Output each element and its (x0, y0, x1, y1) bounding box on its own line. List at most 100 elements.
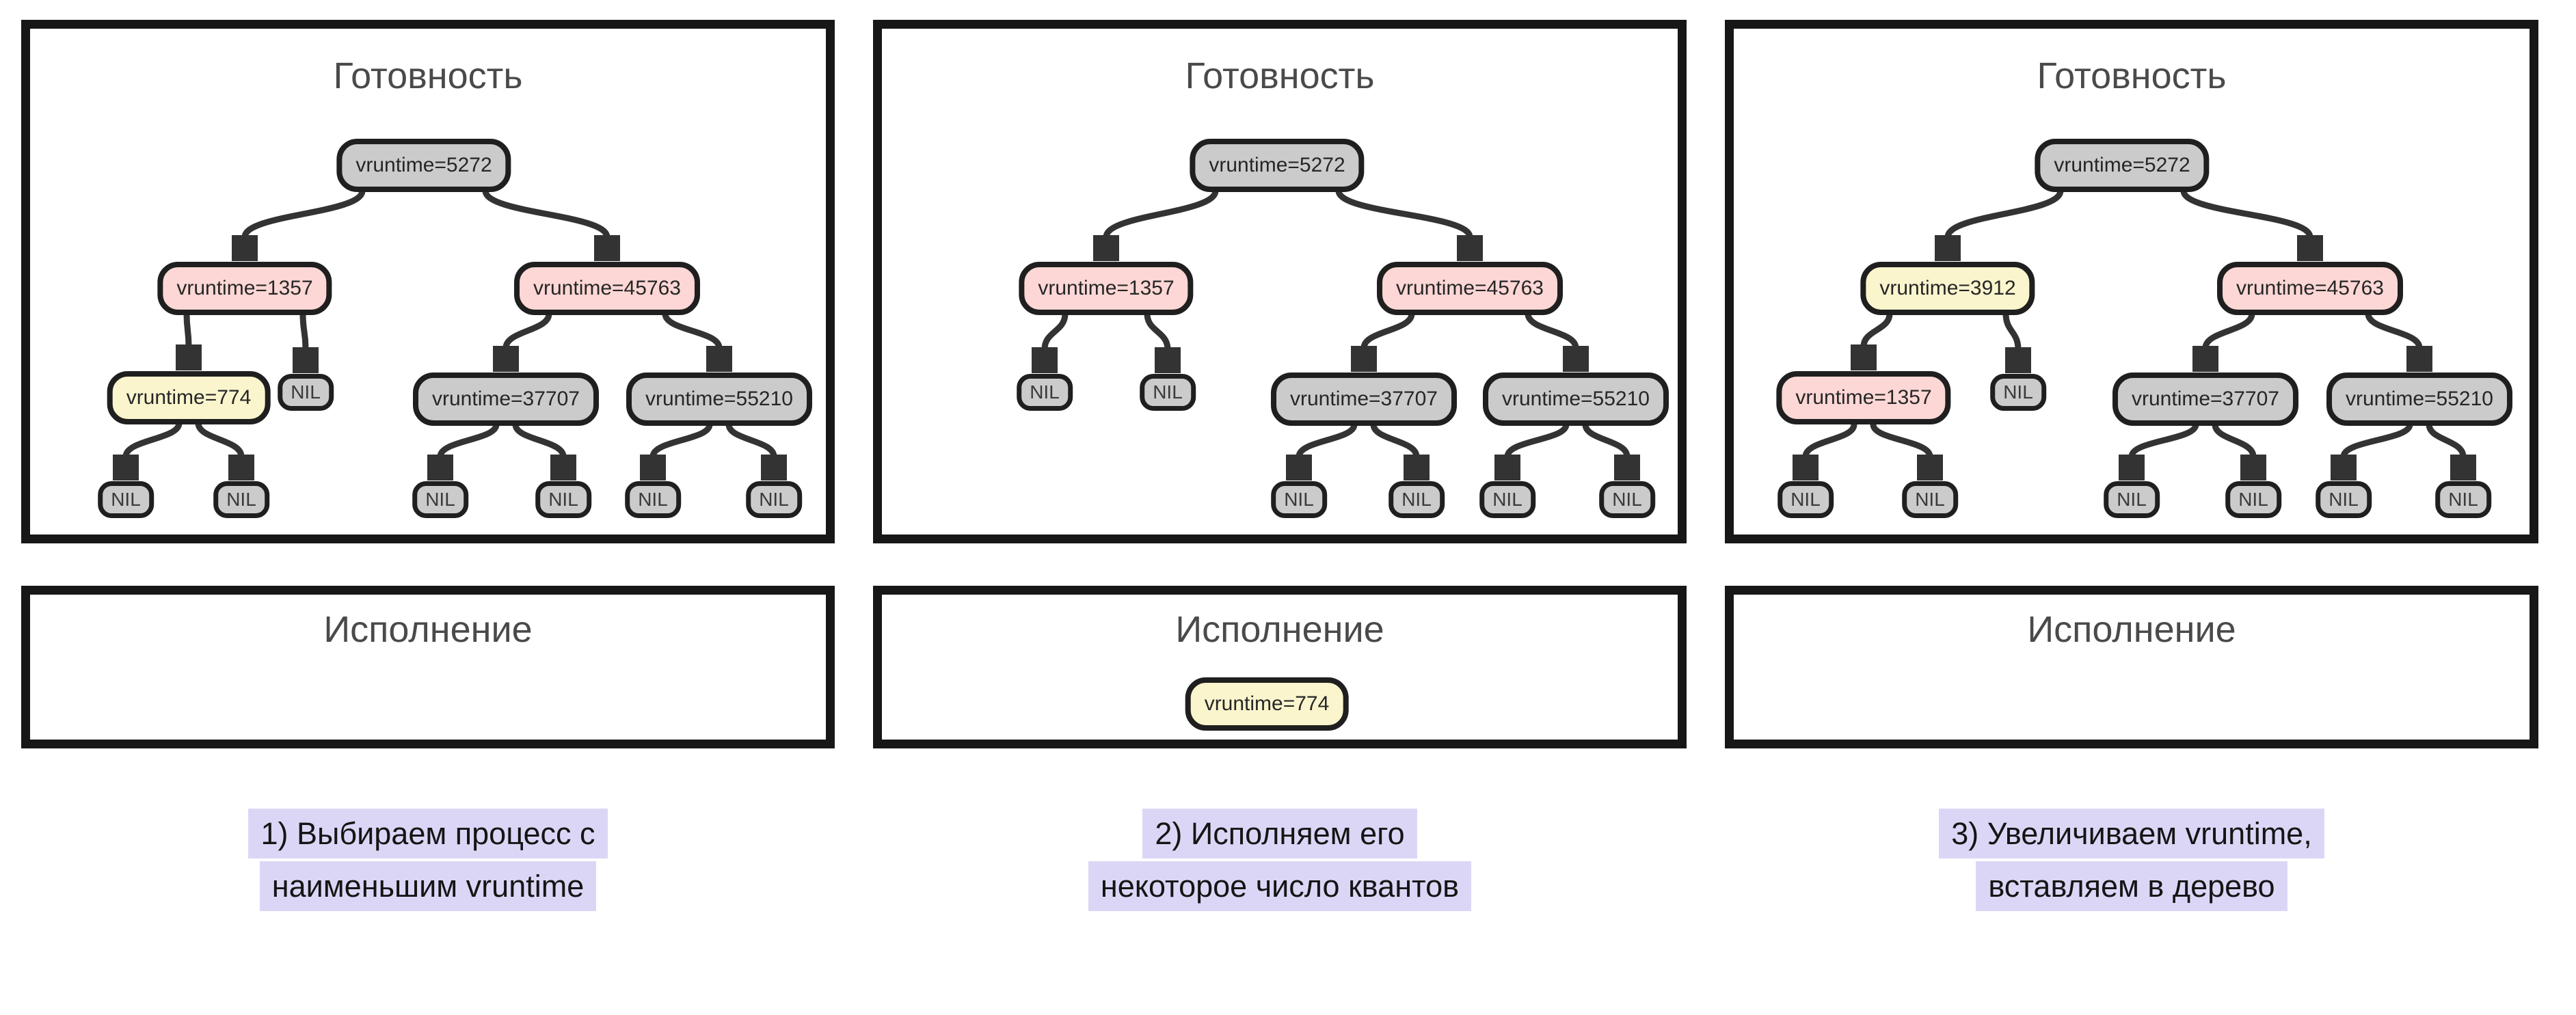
ready-queue-box: Готовность vruntime=5272 vruntime=3912 v… (1725, 20, 2538, 543)
nil-node: NIL (2104, 481, 2160, 518)
nil-node: NIL (1599, 481, 1655, 518)
tree-node-updated: vruntime=3912 (1860, 262, 2035, 315)
nil-node: NIL (535, 481, 591, 518)
tree-node: vruntime=1357 (1019, 262, 1194, 315)
nil-node: NIL (2435, 481, 2491, 518)
ready-box-title: Готовность (2037, 55, 2227, 96)
tree-edge (187, 313, 189, 347)
tree-node: vruntime=45763 (514, 262, 700, 315)
tree-edge (1299, 423, 1358, 457)
tree-node: vruntime=55210 (1483, 373, 1669, 426)
tree-edge (126, 422, 183, 457)
caption-step-3: 3) Увеличиваем vruntime, вставляем в дер… (1725, 809, 2538, 912)
nil-node: NIL (412, 481, 468, 518)
nil-node: NIL (213, 481, 269, 518)
execution-box: Исполнение (21, 586, 835, 748)
tree-edge (1525, 312, 1576, 348)
tree-node: vruntime=37707 (1271, 373, 1457, 426)
nil-node: NIL (1479, 481, 1535, 518)
tree-edge (440, 423, 500, 457)
nil-node: NIL (1140, 374, 1196, 411)
tree-edge (1370, 423, 1417, 457)
scheduler-diagram: Готовность vruntime (21, 20, 2538, 914)
tree-node: vruntime=1357 (1776, 371, 1951, 424)
tree-edge (482, 189, 607, 237)
tree-edge (2180, 189, 2310, 237)
tree-edge (1582, 423, 1627, 457)
ready-box-title: Готовность (1185, 55, 1375, 96)
tree-edge (303, 313, 306, 349)
tree-edge (1507, 423, 1570, 457)
tree-node: vruntime=1357 (157, 262, 332, 315)
tree-node: vruntime=55210 (626, 373, 812, 426)
tree-edge (1144, 313, 1168, 349)
tree-edge (1045, 313, 1069, 349)
tree-edge (2132, 423, 2199, 457)
execution-box: Исполнение vruntime=774 (873, 586, 1687, 748)
tree-edge (1806, 423, 1857, 457)
tree-edge (1106, 189, 1219, 237)
tree-node: vruntime=37707 (413, 373, 599, 426)
execution-box-title: Исполнение (323, 609, 533, 650)
panel-step-2: Готовность vruntime=5272 vruntime=1357 v… (873, 20, 1687, 914)
tree-edge (512, 423, 563, 457)
nil-node: NIL (2225, 481, 2281, 518)
execution-box-title: Исполнение (1175, 609, 1384, 650)
tree-edge (1864, 313, 1893, 347)
caption-line: 2) Исполняем его (1142, 809, 1417, 859)
tree-node: vruntime=45763 (1377, 262, 1563, 315)
caption-line: 3) Увеличиваем vruntime, (1939, 809, 2324, 859)
nil-node: NIL (1902, 481, 1958, 518)
tree-edge (245, 189, 366, 237)
tree-node-root: vruntime=5272 (2035, 139, 2210, 192)
tree-node-root: vruntime=5272 (336, 139, 511, 192)
tree-edge (2205, 312, 2255, 348)
caption-step-2: 2) Исполняем его некоторое число квантов (873, 809, 1687, 912)
tree-edge (2002, 313, 2018, 349)
tree-edge (725, 423, 774, 457)
tree-edge (2344, 423, 2413, 457)
nil-node: NIL (1777, 481, 1834, 518)
nil-node: NIL (98, 481, 154, 518)
tree-node-min: vruntime=774 (107, 371, 271, 424)
tree-edge (2365, 312, 2419, 348)
tree-node: vruntime=45763 (2217, 262, 2403, 315)
running-process-node: vruntime=774 (1185, 677, 1349, 731)
tree-edge (1335, 189, 1470, 237)
nil-node: NIL (2316, 481, 2372, 518)
caption-line: некоторое число квантов (1088, 861, 1472, 912)
nil-node: NIL (1388, 481, 1445, 518)
caption-line: наименьшим vruntime (259, 861, 597, 912)
nil-node: NIL (1017, 374, 1073, 411)
tree-edge (1364, 312, 1415, 348)
tree-edge (1948, 189, 2064, 237)
panel-step-3: Готовность vruntime=5272 vruntime=3912 v… (1725, 20, 2538, 914)
nil-node: NIL (746, 481, 802, 518)
nil-node: NIL (278, 374, 334, 411)
tree-node: vruntime=55210 (2326, 373, 2512, 426)
tree-edges (30, 189, 826, 534)
tree-edge (2426, 424, 2463, 457)
tree-edge (1870, 423, 1930, 457)
execution-box: Исполнение (1725, 586, 2538, 748)
tree-edge (653, 423, 713, 457)
tree-edges (882, 189, 1678, 534)
tree-node-root: vruntime=5272 (1190, 139, 1365, 192)
caption-step-1: 1) Выбираем процесс с наименьшим vruntim… (21, 809, 835, 912)
tree-edge (195, 422, 241, 457)
nil-node: NIL (1990, 374, 2046, 411)
ready-box-title: Готовность (333, 55, 523, 96)
panel-step-1: Готовность vruntime (21, 20, 835, 914)
tree-edge (2212, 424, 2253, 457)
ready-queue-box: Готовность vruntime=5272 vruntime=1357 v… (873, 20, 1687, 543)
tree-node: vruntime=37707 (2112, 373, 2298, 426)
execution-box-title: Исполнение (2027, 609, 2236, 650)
nil-node: NIL (625, 481, 681, 518)
tree-edge (506, 313, 552, 348)
nil-node: NIL (1271, 481, 1327, 518)
tree-edges (1734, 189, 2530, 534)
caption-line: 1) Выбираем процесс с (248, 809, 608, 859)
tree-edge (662, 312, 719, 348)
ready-queue-box: Готовность vruntime (21, 20, 835, 543)
caption-line: вставляем в дерево (1976, 861, 2287, 912)
